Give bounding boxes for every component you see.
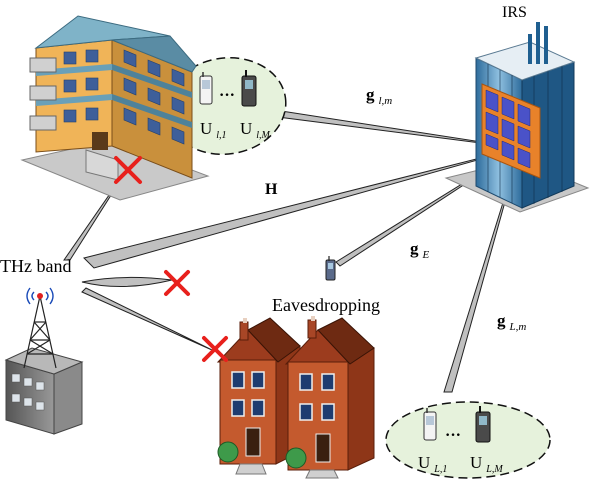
base-station-icon — [4, 287, 84, 435]
phone-L1 — [423, 408, 437, 441]
block-cross-icon — [114, 156, 228, 362]
user-lM-label: U l,M — [240, 119, 271, 141]
ellipsis-bottom: ··· — [445, 427, 461, 444]
channel-g-E-label: g E — [410, 239, 430, 261]
phone-LM — [475, 406, 491, 443]
channel-g-Lm-label: g L,m — [497, 311, 526, 333]
user-cluster-L — [385, 401, 551, 479]
block-cross-building — [114, 156, 142, 184]
user-L1-label: U L,1 — [418, 453, 447, 475]
irs-label: IRS — [502, 4, 527, 21]
user-LM-label: U L,M — [470, 453, 503, 475]
phone-eavesdropper — [325, 256, 336, 281]
houses-icon — [216, 316, 375, 479]
beam-bs-to-block-center — [81, 276, 173, 287]
irs-tower-icon — [444, 22, 590, 213]
thz-band-label: THz band — [0, 256, 71, 276]
apartment-building-icon — [20, 15, 210, 201]
channel-H-label: H — [265, 181, 278, 198]
house-right — [284, 316, 375, 479]
beam-bs-to-irs — [83, 147, 521, 269]
block-cross-center — [164, 270, 190, 296]
user-l1-label: U l,1 — [200, 119, 227, 141]
block-cross-houses — [202, 336, 228, 362]
beam-bs-to-houses — [81, 287, 213, 351]
channel-g-lm-label: g l,m — [366, 85, 392, 107]
ellipsis-top: ··· — [219, 87, 235, 104]
mobile-phone-icon — [199, 70, 491, 443]
beam-irs-to-cluster-L — [443, 147, 521, 393]
phone-lM — [241, 70, 257, 107]
house-left — [216, 317, 301, 475]
phone-l1 — [199, 72, 213, 105]
eavesdropping-label: Eavesdropping — [272, 295, 380, 315]
